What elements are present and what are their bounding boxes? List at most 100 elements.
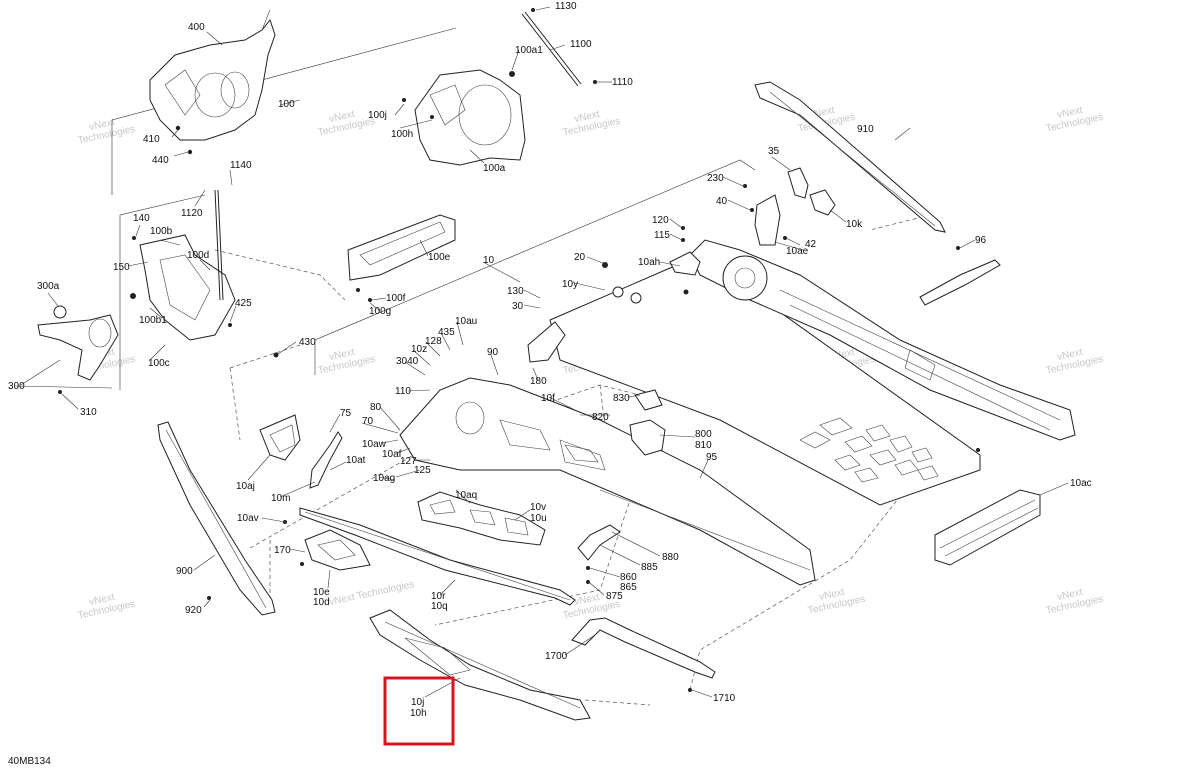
part-300-bracket (37, 305, 119, 394)
watermark: vNext Technologies (1045, 587, 1104, 617)
watermark: vNext Technologies (77, 592, 136, 622)
callout-820: 820 (592, 412, 609, 423)
callout-440: 440 (152, 155, 169, 166)
callout-180: 180 (530, 376, 547, 387)
part-10k-bracket (809, 189, 836, 216)
part-10f-left-rail (399, 377, 816, 586)
callout-100f: 100f (386, 293, 406, 304)
part-100a-bulkhead (402, 69, 526, 166)
callout-10aj: 10aj (236, 481, 255, 492)
part-10av-strip (299, 507, 576, 606)
callout-1700: 1700 (545, 651, 568, 662)
part-10m-bracket (309, 431, 343, 489)
callout-10av: 10av (237, 513, 259, 524)
svg-text:vNext: vNext (818, 587, 846, 603)
callout-430: 430 (299, 337, 316, 348)
callout-10k: 10k (846, 219, 863, 230)
part-100e-tray (347, 214, 456, 302)
part-10j-lower-rail (369, 609, 591, 721)
callout-75: 75 (340, 408, 352, 419)
group-100b-line (119, 194, 206, 390)
svg-text:vNext: vNext (88, 117, 116, 133)
callout-10au: 10au (455, 316, 477, 327)
callout-880: 880 (662, 552, 679, 563)
callout-410: 410 (143, 134, 160, 145)
callout-70: 70 (362, 416, 374, 427)
callout-125: 125 (414, 465, 431, 476)
callout-10j: 10j (411, 697, 424, 708)
callout-920: 920 (185, 605, 202, 616)
callout-130: 130 (507, 286, 524, 297)
callout-10q: 10q (431, 601, 448, 612)
callout-1710: 1710 (713, 693, 736, 704)
callout-810: 810 (695, 440, 712, 451)
group-10-line (314, 159, 756, 375)
callout-100a: 100a (483, 163, 506, 174)
part-900-runner (157, 421, 276, 616)
callout-310: 310 (80, 407, 97, 418)
callout-95: 95 (706, 452, 718, 463)
part-1700-skid (571, 617, 716, 692)
svg-text:vNext: vNext (1056, 105, 1084, 121)
watermark: vNext Technologies (77, 117, 136, 147)
part-880-bracket (577, 524, 621, 584)
callout-170: 170 (274, 545, 291, 556)
callout-10z: 10z (411, 344, 427, 355)
svg-text:vNext: vNext (1056, 587, 1084, 603)
callout-96: 96 (975, 235, 987, 246)
callout-10e: 10e (313, 587, 330, 598)
svg-text:vNext: vNext (573, 109, 601, 125)
callout-100j: 100j (368, 110, 387, 121)
deck-cutouts (799, 417, 939, 483)
callout-800: 800 (695, 429, 712, 440)
svg-text:vNext: vNext (328, 347, 356, 363)
svg-text:vNext: vNext (88, 592, 116, 608)
callout-910: 910 (857, 124, 874, 135)
watermark: vNext Technologies (562, 109, 621, 139)
callout-80: 80 (370, 402, 382, 413)
callout-830: 830 (613, 393, 630, 404)
watermark: vNext Technologies (807, 587, 866, 617)
callout-865: 865 (620, 582, 637, 593)
part-10e-bracket (283, 520, 371, 571)
callout-100e: 100e (428, 252, 451, 263)
callout-100: 100 (278, 99, 295, 110)
part-10ac-crossmember (934, 489, 1041, 566)
callout-labels: 1130 1100 100a1 1110 400 100 100j 100h 1… (8, 1, 1092, 719)
callout-230: 230 (707, 173, 724, 184)
highlight-box (383, 676, 455, 746)
callout-1140: 1140 (230, 160, 252, 171)
callout-150: 150 (113, 262, 130, 273)
callout-100d: 100d (187, 250, 209, 261)
callout-100g: 100g (369, 306, 391, 317)
part-800-bracket (629, 419, 666, 456)
callout-10v: 10v (530, 502, 546, 513)
callout-10f: 10f (541, 393, 555, 404)
callout-10aw: 10aw (362, 439, 387, 450)
callout-120: 120 (652, 215, 669, 226)
callout-128: 128 (425, 336, 442, 347)
callout-10ae: 10ae (786, 246, 809, 257)
callout-1110: 1110 (612, 77, 633, 88)
watermark: vNext Technologies (328, 579, 415, 608)
part-830-bracket (634, 389, 663, 411)
callout-10ac: 10ac (1070, 478, 1092, 489)
callout-110: 110 (395, 386, 411, 397)
callout-400: 400 (188, 22, 205, 33)
group-lines (14, 27, 756, 390)
callout-10at: 10at (346, 455, 366, 466)
callout-100h: 100h (391, 129, 413, 140)
callout-900: 900 (176, 566, 193, 577)
svg-text:vNext: vNext (328, 109, 356, 125)
callout-90: 90 (487, 347, 499, 358)
callout-1130: 1130 (555, 1, 577, 12)
callout-115: 115 (654, 230, 670, 241)
part-10ah-rear-rail (689, 239, 1076, 441)
callout-10y: 10y (562, 279, 578, 290)
group-100-line (111, 27, 457, 195)
callout-3040: 3040 (396, 356, 419, 367)
part-230-bracket (743, 184, 787, 246)
callout-100b1: 100b1 (139, 315, 167, 326)
callout-860: 860 (620, 572, 637, 583)
callout-10h: 10h (410, 708, 427, 719)
